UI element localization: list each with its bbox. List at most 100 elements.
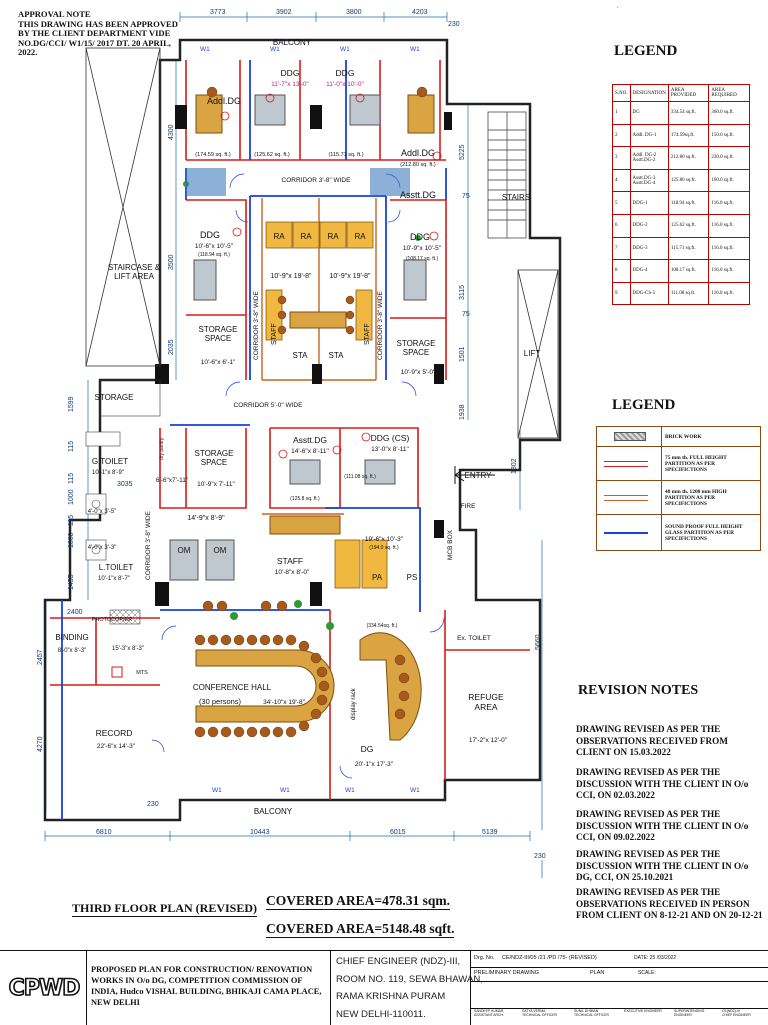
dim-top: 230 [448,21,460,28]
divider [470,951,471,1025]
glass-partition-swatch [604,531,648,534]
legend-title: LEGEND [614,43,678,59]
table-cell: 7 [612,236,631,261]
mts-marker [111,666,123,678]
dim-left: 1599 [68,396,75,412]
table-cell: DDG-2 [629,213,669,238]
table-cell: 5 [612,191,631,215]
signatory: CE(NDZ)-III CHIEF ENGINEER [722,1009,751,1017]
balcony-label: BALCONY [254,807,293,816]
table-header: S.NO. [612,84,631,102]
signatory: EXECUTIVE ENGINEER [624,1009,662,1013]
title-block: CPWD PROPOSED PLAN FOR CONSTRUCTION/ REN… [0,950,768,1025]
table-cell: 174.59sq.ft. [667,123,710,148]
dim-top: 3902 [276,9,292,16]
dim-left: 2457 [37,649,44,665]
om-size: 14'-9"x 8'-9" [187,515,225,522]
fire-label: FIRE [461,503,476,510]
table-row: BRICK WORK [596,426,761,447]
preliminary-label: PRELIMINARY DRAWING [474,970,539,976]
room-area: (118.94 sq. ft.) [198,252,230,258]
signatory: SANDEEP KUMAR, ASSISTANT ARCH. [474,1009,505,1017]
pantry-size: 6'-6"x7'-11" [156,477,189,484]
columns [155,105,452,606]
table-cell: 116.0 sq.ft. [708,236,750,261]
toilet-sub-size: 4'-0"x 3'-3" [88,545,117,551]
signatory: SUPERINTENDING ENGINEER [674,1009,705,1017]
project-description: PROPOSED PLAN FOR CONSTRUCTION/ RENOVATI… [91,965,322,1007]
table-cell: 118.94 sq.ft. [667,191,710,215]
balcony-label: BALCONY [273,38,312,47]
room-name: Asstt.DG [400,190,436,200]
table-cell: 360.0 sq.ft. [708,101,750,125]
pantry-label: dry pantry [159,437,165,460]
legend-label: SOUND PROOF FULL HEIGHT GLASS PARTITION … [661,514,761,551]
dim-bottom: 230 [534,853,546,860]
stairs-right [487,111,527,239]
divider [86,951,87,1025]
room-area: (111.08 sq. ft.) [344,474,376,480]
staircase-label: STAIRCASE &LIFT AREA [108,263,161,281]
divider [470,1008,768,1009]
conference-persons: (30 persons) [199,697,242,706]
room-area: (108.17 sq. ft.) [406,256,439,262]
covered-area-sqm: COVERED AREA=478.31 sqm. [266,893,450,910]
table-cell: 115.71 sq.ft. [667,236,710,261]
line-legend-table: BRICK WORK 75 mm th. FULL HEIGHT PARTITI… [596,426,761,551]
conference-label: CONFERENCE HALL [193,683,272,692]
toilet-size: 10'-1"x 8'-9" [92,470,124,476]
ra-label: RA [354,232,366,241]
table-cell: 116.0 sq.ft. [708,281,750,306]
legend-swatch-cell [596,426,662,447]
drawing-date: DATE: 25 /03/2022 [634,955,677,961]
scale-label: SCALE: [638,970,656,976]
storage-strip-label: STORAGE [95,393,134,402]
refuge-size: 17'-2"x 12'-0" [469,737,508,744]
revision-note: DRAWING REVISED AS PER THE OBSERVATIONS … [576,724,728,758]
corridor-label: CORRIDOR 3'-8" WIDE [282,177,352,184]
dim-left: 1455 [68,574,75,590]
signatory: SUNIL DHIMAN TECHNICAL OFFICER [574,1009,609,1017]
approval-line: NO.DG/CCI/ W1/15/ 2017 DT. 20 APRIL, [18,37,171,48]
binding-label: BINDING [55,633,88,642]
legend-swatch-cell [596,480,662,515]
storage-size: 10'-9"x 5'-0" [401,369,436,376]
room-name: Asstt.DG [293,435,327,445]
table-header-row: S.NO. DESIGNATION AREA PROVIDED AREA REQ… [612,84,750,102]
photocopier-label: PHOTOCOPIER [92,617,133,623]
table-cell: DDG-CS-5 [629,281,669,306]
dim-left: 4300 [168,124,175,140]
conference-size: 34'-10"x 19'-8" [263,699,305,706]
dim-right: 1938 [459,404,466,420]
revision-note: DRAWING REVISED AS PER THE DISCUSSION WI… [576,809,749,843]
dim-left: 4270 [37,736,44,752]
room-size: 11'-0"x 10'-0" [326,81,364,88]
table-cell: 116.0 sq.ft. [708,259,750,283]
plants [183,181,421,630]
cpwd-logo: CPWD [6,955,82,1021]
divider [470,967,768,968]
dim-left: 115 [68,473,75,484]
room-name: Addl.DG [207,96,241,106]
room-markers [220,93,442,459]
table-row: SOUND PROOF FULL HEIGHT GLASS PARTITION … [596,514,761,551]
room-name: DDG [200,230,220,240]
stairs-label: STAIRS [502,193,530,202]
address-line: ROOM NO. 119, SEWA BHAWAN, [336,973,483,985]
room-size: 13'-0"x 8'-11" [371,446,409,453]
corridor-label: CORRIDOR 5'-0" WIDE [234,402,304,409]
window-tag: W1 [200,46,210,53]
legend-label: 75 mm th. FULL HEIGHT PARTITION AS PER S… [661,446,761,481]
table-cell: 125.62 sq.ft. [667,213,710,238]
legend-swatch-cell [596,446,662,481]
corner-mark: . [617,4,619,10]
room-area: (212.80 sq. ft.) [400,162,436,168]
entry-arrow [454,466,495,484]
dim-left: 1000 [68,532,75,548]
revision-note: DRAWING REVISED AS PER THE DISCUSSION WI… [576,767,749,801]
